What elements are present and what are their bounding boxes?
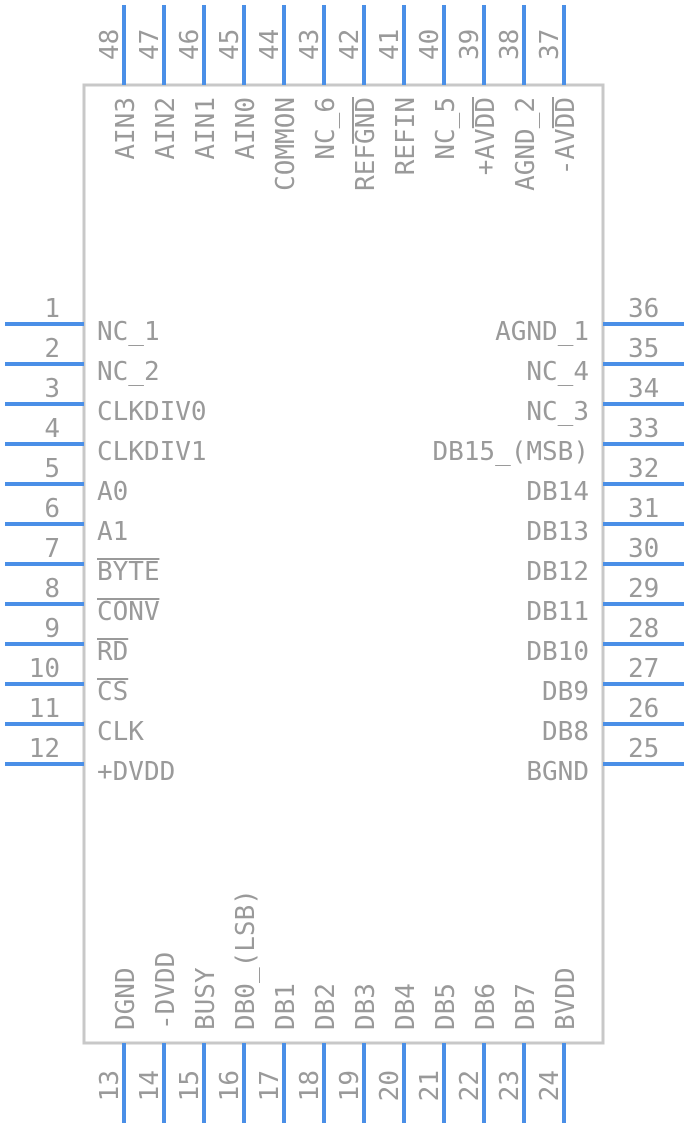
pin-23-label: DB7 <box>511 983 541 1030</box>
pin-12-number: 12 <box>29 734 60 764</box>
pin-9-number: 9 <box>44 614 60 644</box>
pin-31-number: 31 <box>628 494 659 524</box>
pin-30-number: 30 <box>628 534 659 564</box>
pin-28-number: 28 <box>628 614 659 644</box>
pin-12-label: +DVDD <box>97 757 175 787</box>
pin-44-label: COMMON <box>271 97 301 191</box>
pin-19-number: 19 <box>335 1070 365 1101</box>
pin-8-label: CONV <box>97 597 160 627</box>
pin-41-number: 41 <box>375 29 405 60</box>
pin-8-number: 8 <box>44 574 60 604</box>
pin-25-number: 25 <box>628 734 659 764</box>
pin-19-label: DB3 <box>351 983 381 1030</box>
pin-9-label: RD <box>97 637 128 667</box>
pin-3-number: 3 <box>44 374 60 404</box>
pin-37-number: 37 <box>535 29 565 60</box>
pin-40-number: 40 <box>415 29 445 60</box>
pin-10-label: CS <box>97 677 128 707</box>
pin-2-number: 2 <box>44 334 60 364</box>
pin-29-label: DB11 <box>526 597 589 627</box>
pin-27-label: DB9 <box>542 677 589 707</box>
pin-4-label: CLKDIV1 <box>97 437 207 467</box>
pin-16-number: 16 <box>215 1070 245 1101</box>
pin-20-label: DB4 <box>391 983 421 1030</box>
pin-39-number: 39 <box>455 29 485 60</box>
pin-3-label: CLKDIV0 <box>97 397 207 427</box>
ic-body <box>82 83 605 1045</box>
pin-45-label: AIN0 <box>231 97 261 160</box>
pin-46-number: 46 <box>175 29 205 60</box>
pin-43-label: NC_6 <box>311 97 341 160</box>
pin-15-label: BUSY <box>191 967 221 1030</box>
pin-14-number: 14 <box>135 1070 165 1101</box>
pin-15-number: 15 <box>175 1070 205 1101</box>
pin-group: 1NC_12NC_23CLKDIV04CLKDIV15A06A17BYTE8CO… <box>5 5 684 1123</box>
pin-22-label: DB6 <box>471 983 501 1030</box>
pin-38-number: 38 <box>495 29 525 60</box>
pin-34-label: NC_3 <box>526 397 589 427</box>
pin-32-number: 32 <box>628 454 659 484</box>
pin-33-label: DB15_(MSB) <box>432 437 589 467</box>
pin-40-label: NC_5 <box>431 97 461 160</box>
pin-47-number: 47 <box>135 29 165 60</box>
pin-48-number: 48 <box>95 29 125 60</box>
pin-7-label: BYTE <box>97 557 160 587</box>
pin-41-label: REFIN <box>391 97 421 175</box>
pin-48-label: AIN3 <box>111 97 141 160</box>
pin-17-label: DB1 <box>271 983 301 1030</box>
pin-23-number: 23 <box>495 1070 525 1101</box>
pin-2-label: NC_2 <box>97 357 160 387</box>
pin-13-label: DGND <box>111 967 141 1030</box>
pin-6-number: 6 <box>44 494 60 524</box>
pin-21-number: 21 <box>415 1070 445 1101</box>
pin-11-number: 11 <box>29 694 60 724</box>
pin-1-number: 1 <box>44 294 60 324</box>
pin-10-number: 10 <box>29 654 60 684</box>
pin-43-number: 43 <box>295 29 325 60</box>
pin-42-number: 42 <box>335 29 365 60</box>
pin-38-label: AGND_2 <box>511 97 541 191</box>
pin-32-label: DB14 <box>526 477 589 507</box>
pin-30-label: DB12 <box>526 557 589 587</box>
pin-7-number: 7 <box>44 534 60 564</box>
pin-36-label: AGND_1 <box>495 317 589 347</box>
pin-18-label: DB2 <box>311 983 341 1030</box>
pin-13-number: 13 <box>95 1070 125 1101</box>
pin-26-number: 26 <box>628 694 659 724</box>
pin-4-number: 4 <box>44 414 60 444</box>
pin-25-label: BGND <box>526 757 589 787</box>
pin-35-label: NC_4 <box>526 357 589 387</box>
pin-46-label: AIN1 <box>191 97 221 160</box>
pin-45-number: 45 <box>215 29 245 60</box>
pin-31-label: DB13 <box>526 517 589 547</box>
pin-17-number: 17 <box>255 1070 285 1101</box>
pin-20-number: 20 <box>375 1070 405 1101</box>
pin-36-number: 36 <box>628 294 659 324</box>
pin-35-number: 35 <box>628 334 659 364</box>
pin-24-label: BVDD <box>551 967 581 1030</box>
pin-22-number: 22 <box>455 1070 485 1101</box>
pin-26-label: DB8 <box>542 717 589 747</box>
pin-39-label: +AVDD <box>471 97 501 175</box>
pin-5-label: A0 <box>97 477 128 507</box>
pin-27-number: 27 <box>628 654 659 684</box>
pin-18-number: 18 <box>295 1070 325 1101</box>
pin-1-label: NC_1 <box>97 317 160 347</box>
pin-47-label: AIN2 <box>151 97 181 160</box>
pin-33-number: 33 <box>628 414 659 444</box>
pin-42-label: REFGND <box>351 97 381 191</box>
pin-34-number: 34 <box>628 374 659 404</box>
pin-16-label: DB0_(LSB) <box>231 889 261 1030</box>
pin-29-number: 29 <box>628 574 659 604</box>
pin-5-number: 5 <box>44 454 60 484</box>
pin-37-label: -AVDD <box>551 97 581 175</box>
pin-6-label: A1 <box>97 517 128 547</box>
pin-24-number: 24 <box>535 1070 565 1101</box>
pin-11-label: CLK <box>97 717 144 747</box>
pin-21-label: DB5 <box>431 983 461 1030</box>
pin-28-label: DB10 <box>526 637 589 667</box>
pin-44-number: 44 <box>255 29 285 60</box>
pin-14-label: -DVDD <box>151 952 181 1030</box>
